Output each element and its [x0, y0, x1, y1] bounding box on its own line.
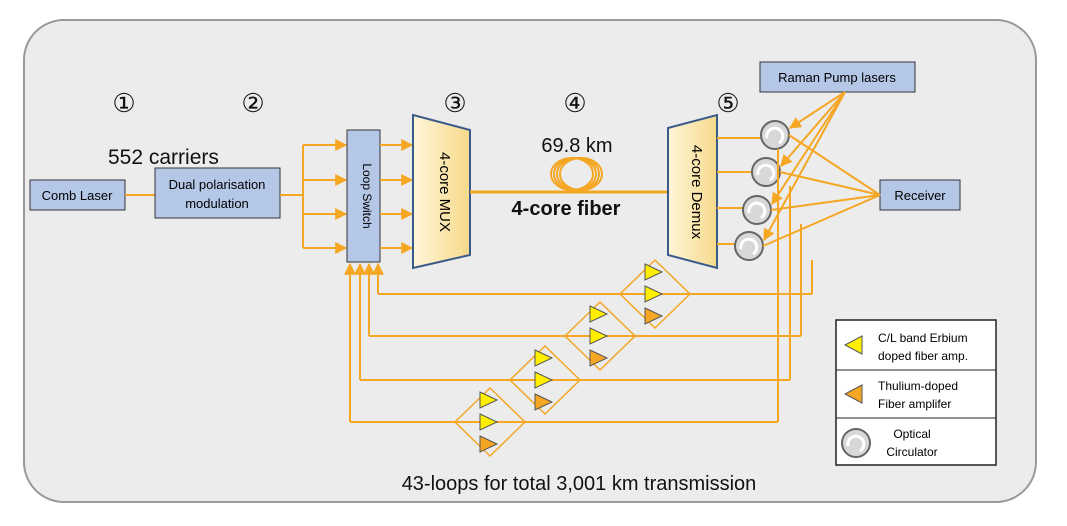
raman-pump-box	[759, 61, 916, 93]
legend-erbium-line1: C/L band Erbium	[878, 331, 968, 345]
thulium-amp-icon	[534, 393, 554, 411]
legend: C/L band Erbium doped fiber amp. Thulium…	[835, 319, 997, 466]
modulation-box	[154, 167, 281, 219]
erbium-amp-icon	[589, 327, 609, 345]
fiber-label: 4-core fiber	[512, 198, 621, 220]
legend-thulium-line1: Thulium-doped	[878, 379, 958, 393]
caption: 43-loops for total 3,001 km transmission	[402, 473, 757, 495]
thulium-amp-icon	[644, 307, 664, 325]
thulium-legend-icon	[843, 384, 863, 404]
amplifier-stage	[453, 386, 527, 458]
amplifier-stage	[618, 258, 692, 330]
legend-circulator-line2: Circulator	[886, 445, 937, 459]
modulation-label-line1: Dual polarisation	[169, 177, 266, 192]
modulation-label-line2: modulation	[185, 196, 249, 211]
legend-erbium-line2: doped fiber amp.	[878, 349, 968, 363]
erbium-amp-icon	[644, 285, 664, 303]
circulator-legend-icon	[841, 428, 871, 458]
demux-block	[667, 113, 718, 270]
erbium-amp-icon	[644, 263, 664, 281]
span-length-label: 69.8 km	[541, 135, 612, 157]
circulator-icon	[760, 120, 790, 150]
raman-pump-label: Raman Pump lasers	[778, 70, 896, 85]
thulium-amp-icon	[479, 435, 499, 453]
stage-5-label: ⑤	[716, 88, 739, 118]
stage-2-label: ②	[241, 88, 264, 118]
mux-label: 4-core MUX	[436, 152, 453, 232]
mux-block	[412, 113, 471, 270]
mod-to-switch-links	[280, 139, 348, 254]
amplifier-stage	[563, 300, 637, 372]
erbium-amp-icon	[479, 413, 499, 431]
comb-laser-box	[29, 179, 126, 211]
amplifier-stage	[508, 344, 582, 416]
erbium-amp-icon	[479, 391, 499, 409]
legend-circulator-line1: Optical	[893, 427, 930, 441]
circulator-icon	[742, 195, 772, 225]
erbium-legend-icon	[843, 335, 863, 355]
demux-label: 4-core Demux	[688, 145, 705, 240]
legend-thulium-line2: Fiber amplifer	[878, 397, 951, 411]
thulium-amp-icon	[589, 349, 609, 367]
receiver-box	[879, 179, 961, 211]
switch-to-mux-links	[380, 139, 414, 254]
fiber-spool-icon	[550, 157, 603, 191]
loop-return-paths	[344, 149, 813, 423]
circulator-icon	[751, 157, 781, 187]
receiver-label: Receiver	[894, 188, 946, 203]
erbium-amp-icon	[534, 371, 554, 389]
carriers-label: 552 carriers	[108, 146, 219, 169]
erbium-amp-icon	[534, 349, 554, 367]
stage-1-label: ①	[112, 88, 135, 118]
erbium-amp-icon	[589, 305, 609, 323]
loop-switch-box	[346, 129, 381, 263]
stage-3-label: ③	[443, 88, 466, 118]
loop-switch-label: Loop Switch	[360, 163, 374, 228]
comb-laser-label: Comb Laser	[42, 188, 113, 203]
stage-4-label: ④	[563, 88, 586, 118]
circulator-icon	[734, 231, 764, 261]
